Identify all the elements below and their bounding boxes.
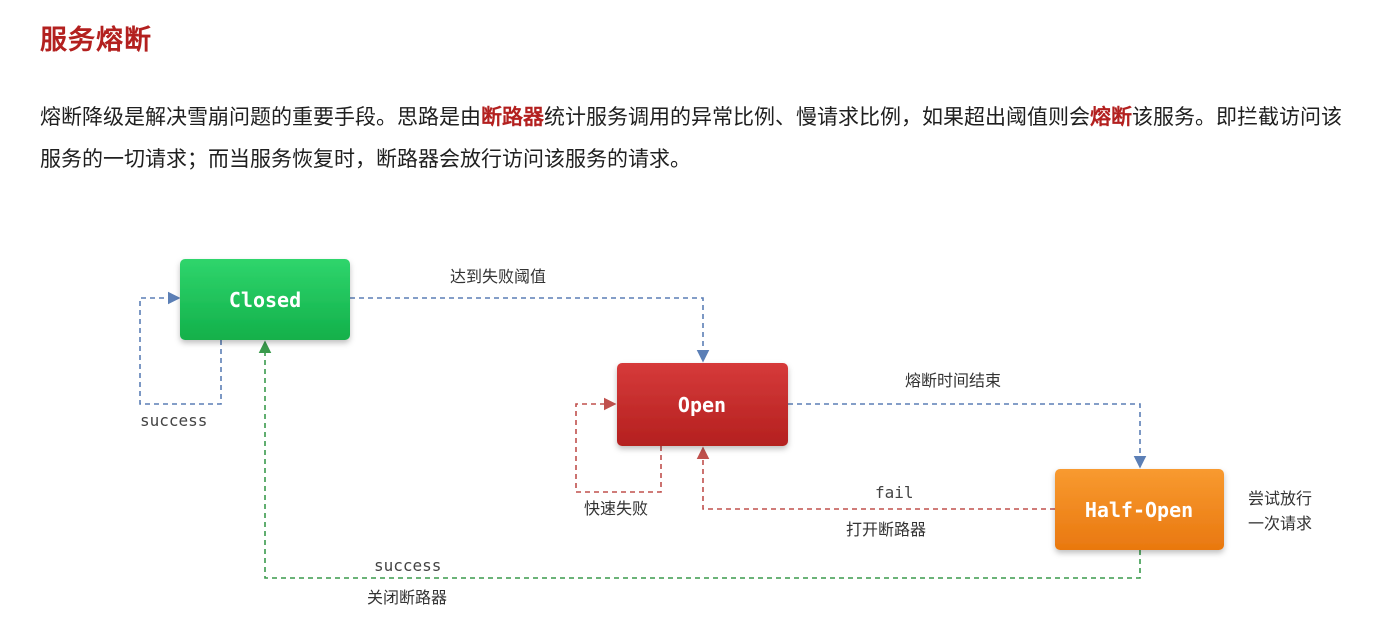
label-open-breaker: 打开断路器 [846,520,926,539]
highlight-fuse: 熔断 [1090,105,1132,129]
node-open: Open [617,363,788,446]
node-closed-label: Closed [229,288,301,312]
edge-half-open-to-open [696,446,1055,510]
node-open-label: Open [678,393,726,417]
paragraph-text-1: 熔断降级是解决雪崩问题的重要手段。思路是由 [40,105,481,129]
label-reach-failure-threshold: 达到失败阈值 [450,267,546,286]
label-try-release-line1: 尝试放行 [1248,489,1312,508]
label-try-release-line2: 一次请求 [1248,514,1312,533]
edge-closed-to-open [350,297,710,363]
label-half-open-success: success [374,556,441,575]
edge-closed-self-loop [139,291,222,405]
label-fail: fail [875,483,914,502]
label-fuse-time-end: 熔断时间结束 [905,371,1001,390]
paragraph-text-2: 统计服务调用的异常比例、慢请求比例，如果超出阈值则会 [544,105,1090,129]
label-fast-fail: 快速失败 [584,499,648,518]
node-closed: Closed [180,259,350,340]
label-closed-success: success [140,411,207,430]
highlight-circuit-breaker: 断路器 [481,105,544,129]
label-close-breaker: 关闭断路器 [367,588,447,607]
node-half-open-label: Half-Open [1085,498,1193,522]
description-paragraph: 熔断降级是解决雪崩问题的重要手段。思路是由断路器统计服务调用的异常比例、慢请求比… [40,96,1360,180]
paragraph-text-3: 该服务。即拦截访问该服务的一切请求；而当服务恢复时，断路器会放行访问该服务的请求… [40,105,1342,171]
edge-open-to-half-open [788,403,1147,469]
page-title: 服务熔断 [40,25,152,56]
edge-open-self-loop [575,397,662,493]
edge-half-open-to-closed [258,340,1141,579]
node-half-open: Half-Open [1055,469,1224,550]
